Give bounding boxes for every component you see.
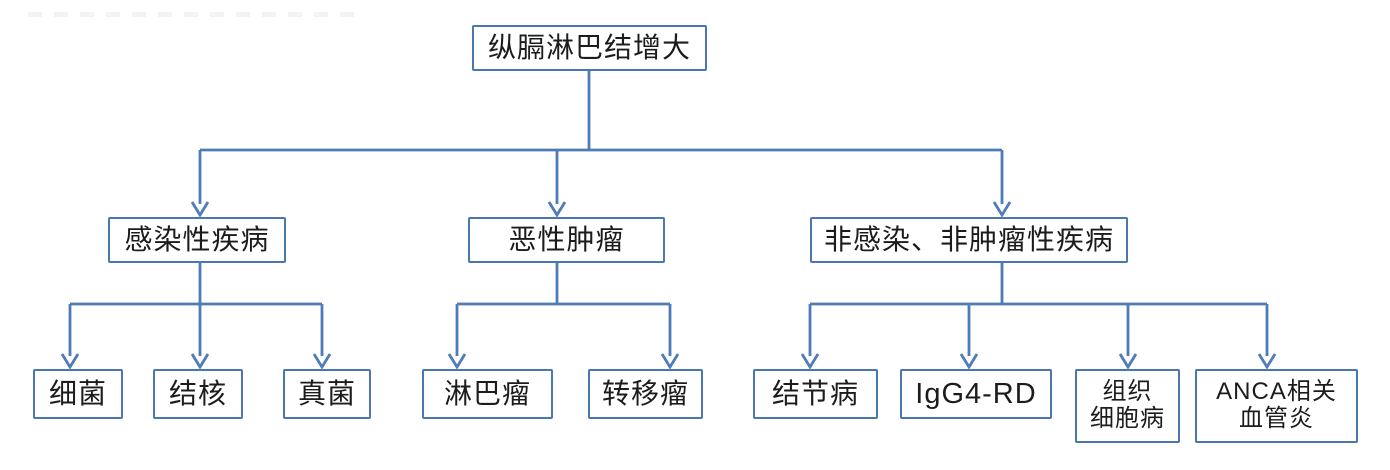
connector-root-to-level1 <box>190 71 1012 218</box>
node-label-metastatic-tumor: 转移瘤 <box>601 378 689 410</box>
node-label-fungus: 真菌 <box>297 378 356 410</box>
faint-cropped-text-artifact <box>28 12 358 17</box>
node-label-anca-vasculitis: ANCA相关 血管炎 <box>1216 378 1337 432</box>
connector-noninfectious-to-children <box>800 263 1277 370</box>
node-infectious-disease: 感染性疾病 <box>108 217 286 263</box>
node-anca-vasculitis: ANCA相关 血管炎 <box>1195 369 1358 443</box>
node-label-igg4-rd: IgG4-RD <box>915 377 1037 410</box>
node-label-sarcoidosis: 结节病 <box>771 378 859 410</box>
node-malignant-tumor: 恶性肿瘤 <box>468 217 665 263</box>
node-metastatic-tumor: 转移瘤 <box>588 369 703 419</box>
node-lymphoma: 淋巴瘤 <box>422 369 553 419</box>
node-fungus: 真菌 <box>283 369 371 419</box>
node-sarcoidosis: 结节病 <box>753 369 878 419</box>
node-non-infectious-non-neoplastic: 非感染、非肿瘤性疾病 <box>810 217 1128 263</box>
node-histiocytosis: 组织 细胞病 <box>1075 369 1180 443</box>
node-label-bacteria: 细菌 <box>48 378 107 410</box>
node-label-lymphoma: 淋巴瘤 <box>443 378 531 410</box>
node-label-root: 纵膈淋巴结增大 <box>487 32 691 64</box>
connector-malignant-to-children <box>447 263 680 370</box>
node-label-tuberculosis: 结核 <box>168 378 227 410</box>
node-label-malignant-tumor: 恶性肿瘤 <box>508 224 625 256</box>
connector-infectious-to-children <box>60 263 332 370</box>
node-igg4-rd: IgG4-RD <box>900 369 1052 419</box>
node-root: 纵膈淋巴结增大 <box>472 25 707 71</box>
node-bacteria: 细菌 <box>33 369 123 419</box>
node-label-infectious-disease: 感染性疾病 <box>124 224 270 256</box>
node-label-non-infectious-non-neoplastic: 非感染、非肿瘤性疾病 <box>823 224 1114 256</box>
node-tuberculosis: 结核 <box>153 369 243 419</box>
node-label-histiocytosis: 组织 细胞病 <box>1090 378 1165 432</box>
